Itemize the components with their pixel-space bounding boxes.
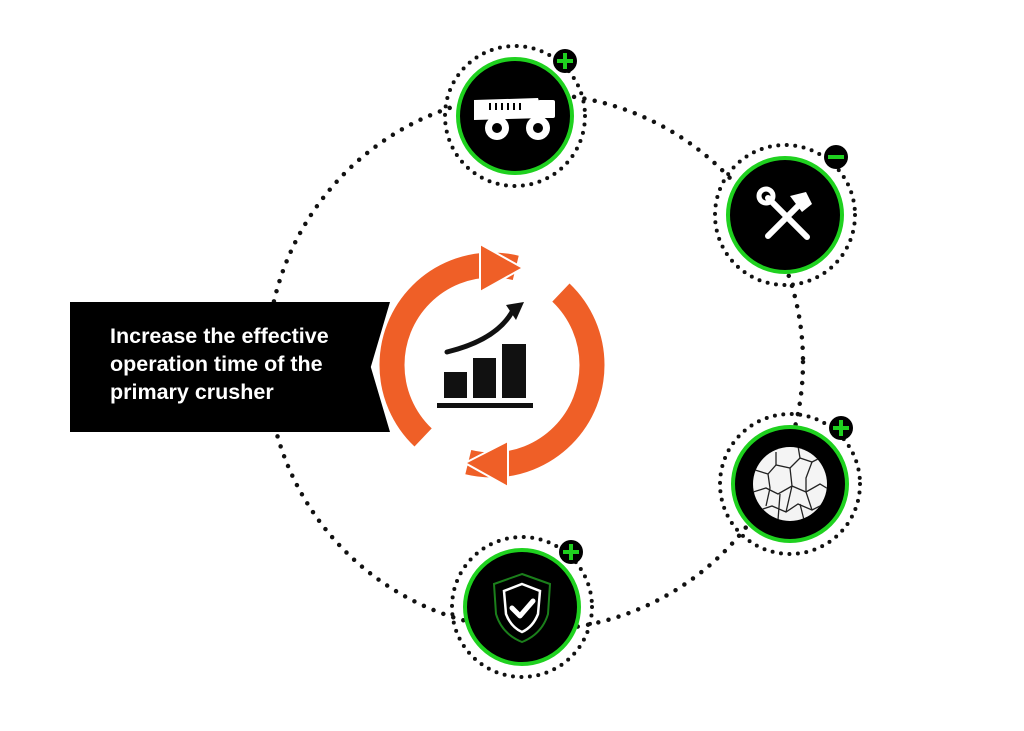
node-truck [443, 44, 587, 188]
node-rock [718, 412, 862, 556]
label-text: Increase the effective operation time of… [110, 322, 372, 406]
cracked-rock-icon [753, 447, 827, 521]
plus-badge [553, 49, 577, 73]
wrench-hammer-icon [756, 186, 812, 240]
label-line-1: Increase the effective [110, 324, 329, 348]
plus-badge [559, 540, 583, 564]
refresh-arrows-icon [379, 242, 605, 489]
growth-chart-icon [437, 302, 533, 408]
label-banner: Increase the effective operation time of… [70, 302, 390, 432]
label-line-3: primary crusher [110, 380, 274, 404]
shield-checkmark-icon [492, 572, 552, 644]
node-safety [450, 535, 594, 679]
plus-badge [829, 416, 853, 440]
node-tools [713, 143, 857, 287]
label-line-2: operation time of the [110, 352, 323, 376]
minus-badge [824, 145, 848, 169]
haul-truck-icon [474, 98, 555, 140]
